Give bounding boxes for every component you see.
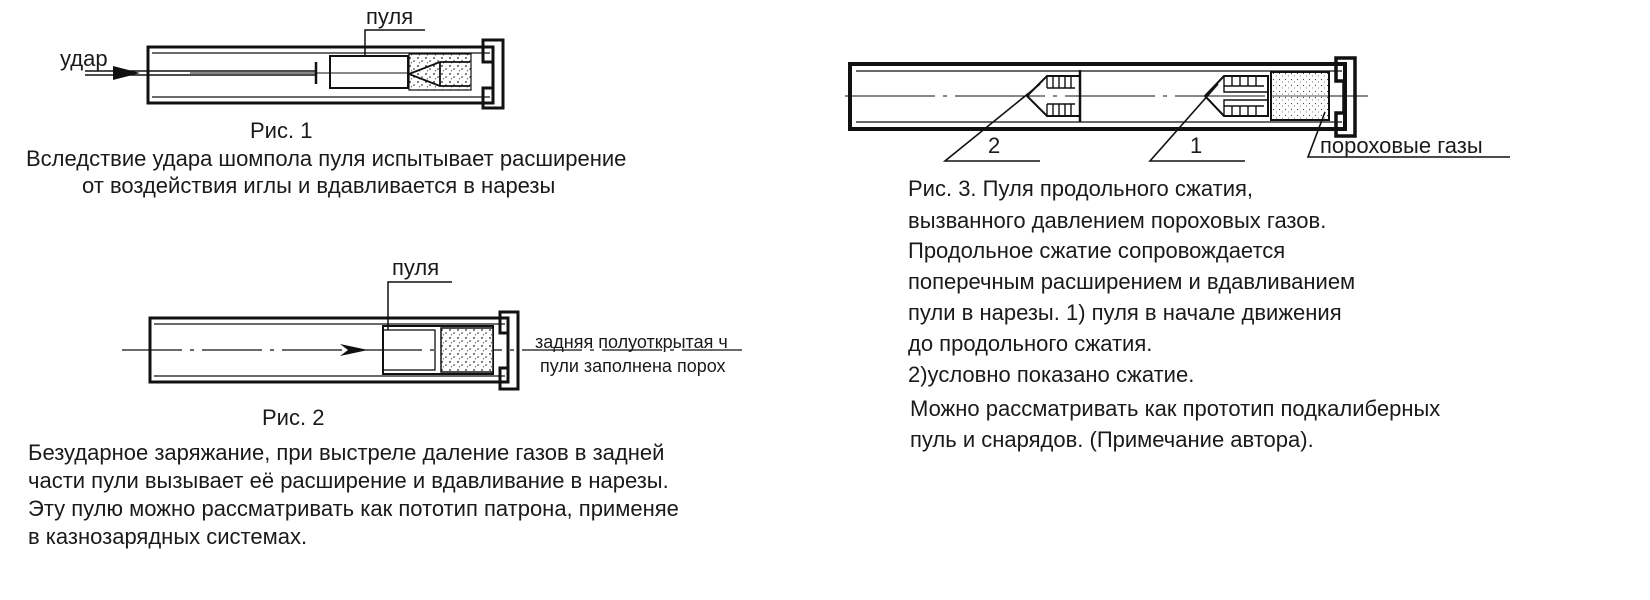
fig3-desc-line-8: Можно рассматривать как прототип подкали… — [910, 396, 1440, 421]
fig2-side-note-line-2: пули заполнена порох — [540, 356, 726, 376]
fig1-caption: Рис. 1 — [250, 118, 312, 143]
fig3-label-2: 2 — [988, 133, 1000, 158]
fig3-desc-line-4: поперечным расширением и вдавливанием — [908, 269, 1355, 294]
fig1-desc-line-1: Вследствие удара шомпола пуля испытывает… — [26, 146, 626, 171]
fig2-desc-line-1: Безударное заряжание, при выстреле дален… — [28, 440, 664, 465]
figure-1: пуля удар Рис. 1 Вследствие удара шомпол… — [26, 4, 626, 198]
fig3-desc-line-5: пули в нарезы. 1) пуля в начале движения — [908, 300, 1342, 325]
fig3-leader-gases — [1306, 111, 1510, 158]
fig3-desc-line-9: пуль и снарядов. (Примечание автора). — [910, 427, 1314, 452]
fig1-desc-line-2: от воздействия иглы и вдавливается в нар… — [82, 173, 555, 198]
figure-3: 2 1 пороховые газы Рис. 3. Пуля продольн… — [845, 56, 1510, 452]
fig3-label-1: 1 — [1190, 133, 1202, 158]
fig3-desc-line-3: Продольное сжатие сопровождается — [908, 238, 1285, 263]
fig3-desc-line-2: вызванного давлением пороховых газов. — [908, 208, 1326, 233]
fig2-arrow — [340, 344, 368, 356]
fig3-desc-line-6: до продольного сжатия. — [908, 331, 1152, 356]
fig2-desc-line-2: части пули вызывает её расширение и вдав… — [28, 468, 669, 493]
fig3-bullet-2 — [1025, 70, 1082, 122]
fig3-desc-line-1: Рис. 3. Пуля продольного сжатия, — [908, 176, 1253, 201]
fig2-side-note-line-1: задняя полуоткрытая ч — [535, 332, 728, 352]
fig2-bullet-label: пуля — [392, 255, 439, 280]
fig2-bullet — [382, 325, 494, 375]
fig1-bullet — [329, 55, 409, 89]
figure-2: пуля задняя полуоткрытая ч пули заполнен… — [28, 255, 745, 549]
fig1-impact-label: удар — [60, 46, 108, 71]
fig2-desc-line-4: в казнозарядных системах. — [28, 524, 307, 549]
fig3-bullet-1 — [1203, 71, 1330, 121]
fig1-bullet-label: пуля — [366, 4, 413, 29]
fig3-label-gases: пороховые газы — [1320, 133, 1483, 158]
fig1-ramrod — [85, 62, 420, 84]
fig3-leader-1 — [1148, 83, 1245, 162]
fig3-desc-line-7: 2)условно показано сжатие. — [908, 362, 1194, 387]
fig2-caption: Рис. 2 — [262, 405, 324, 430]
fig2-desc-line-3: Эту пулю можно рассматривать как пототип… — [28, 496, 679, 521]
fig3-leader-2 — [942, 83, 1041, 162]
